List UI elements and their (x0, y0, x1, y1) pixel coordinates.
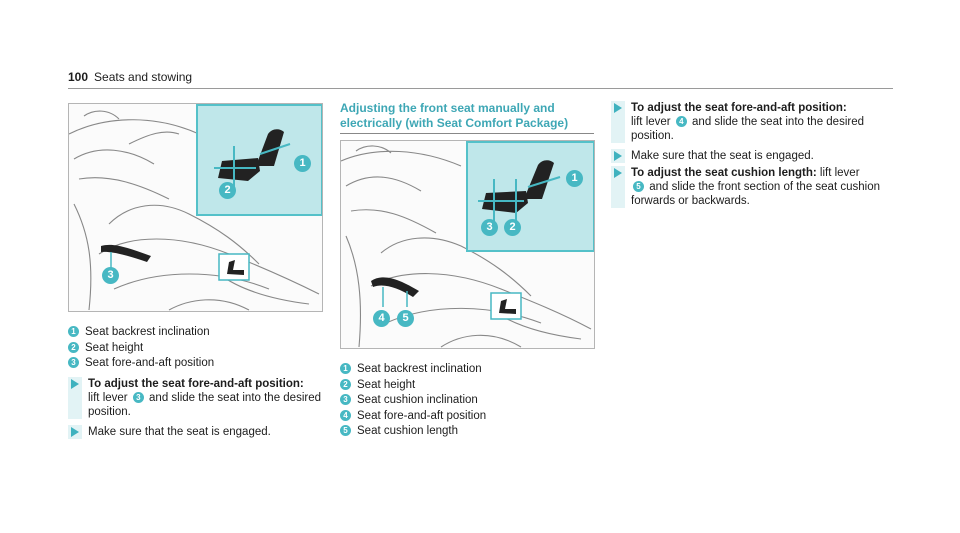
page-number: 100 (68, 70, 89, 84)
step-text: and slide the front section of the seat … (631, 181, 880, 207)
callout-2: 2 (219, 182, 236, 199)
legend-item: 4 Seat fore-and-aft position (340, 409, 486, 425)
legend-item: 3 Seat cushion inclination (340, 393, 486, 409)
legend-number: 5 (340, 425, 351, 436)
inline-callout: 4 (675, 116, 687, 127)
step-text: lift lever (816, 167, 860, 179)
legend-text: Seat backrest inclination (85, 326, 210, 338)
section-divider (340, 133, 594, 134)
seat-illustration (69, 110, 320, 311)
step-arrow-icon (71, 379, 79, 389)
legend-text: Seat fore-and-aft position (357, 409, 487, 422)
callout-1: 1 (566, 170, 583, 187)
section-heading: Adjusting the front seat manually and el… (340, 101, 569, 130)
instruction-step: Make sure that the seat is engaged. (68, 425, 328, 439)
legend-item: 3 Seat fore-and-aft position (68, 356, 214, 372)
step-arrow-icon (614, 151, 622, 161)
step-text: and slide the seat into the desired posi… (88, 392, 322, 418)
callout-3: 3 (481, 219, 498, 236)
instruction-step: To adjust the seat fore-and-aft position… (68, 377, 328, 419)
step-text: lift lever (88, 392, 131, 404)
step-heading: To adjust the seat fore-and-aft position… (88, 378, 304, 390)
legend-item: 2 Seat height (68, 341, 214, 357)
seat-illustration (341, 145, 592, 348)
section-title: Seats and stowing (94, 70, 193, 84)
step-text: and slide the seat into the desired posi… (631, 116, 865, 142)
legend-text: Seat cushion inclination (357, 394, 478, 406)
legend-number: 3 (340, 394, 351, 405)
instruction-step: To adjust the seat cushion length: lift … (611, 166, 881, 208)
callout-5: 5 (397, 310, 414, 327)
step-arrow-icon (71, 427, 79, 437)
step-heading: To adjust the seat fore-and-aft position… (631, 102, 847, 114)
legend-number: 1 (340, 363, 351, 374)
callout-4: 4 (373, 310, 390, 327)
header-divider (68, 88, 893, 89)
inline-callout: 5 (633, 181, 644, 192)
callout-3: 3 (102, 267, 119, 284)
callout-2: 2 (504, 219, 521, 236)
legend-number: 2 (68, 341, 79, 353)
legend-text: Seat height (357, 378, 416, 391)
legend-number: 2 (340, 378, 351, 390)
legend-text: Seat height (85, 341, 144, 354)
legend-number: 4 (340, 409, 351, 421)
inline-callout: 3 (132, 392, 144, 403)
legend-number: 3 (68, 357, 79, 368)
step-text: lift lever (631, 116, 674, 128)
page-header: 100 Seats and stowing (68, 70, 192, 84)
instruction-step: To adjust the seat fore-and-aft position… (611, 101, 881, 143)
legend-text: Seat cushion length (357, 425, 459, 437)
legend-number: 1 (68, 326, 79, 337)
step-arrow-icon (614, 103, 622, 113)
instruction-step: Make sure that the seat is engaged. (611, 149, 881, 163)
legend-text: Seat fore-and-aft position (85, 357, 215, 369)
step-text: Make sure that the seat is engaged. (88, 426, 271, 438)
legend-item: 1 Seat backrest inclination (68, 325, 214, 341)
legend-item: 2 Seat height (340, 378, 486, 394)
legend-item: 5 Seat cushion length (340, 424, 486, 440)
step-arrow-icon (614, 168, 622, 178)
step-heading: To adjust the seat cushion length: (631, 167, 817, 179)
step-text: Make sure that the seat is engaged. (631, 150, 814, 162)
legend-text: Seat backrest inclination (357, 363, 482, 375)
legend-item: 1 Seat backrest inclination (340, 362, 486, 378)
callout-1: 1 (294, 155, 311, 172)
